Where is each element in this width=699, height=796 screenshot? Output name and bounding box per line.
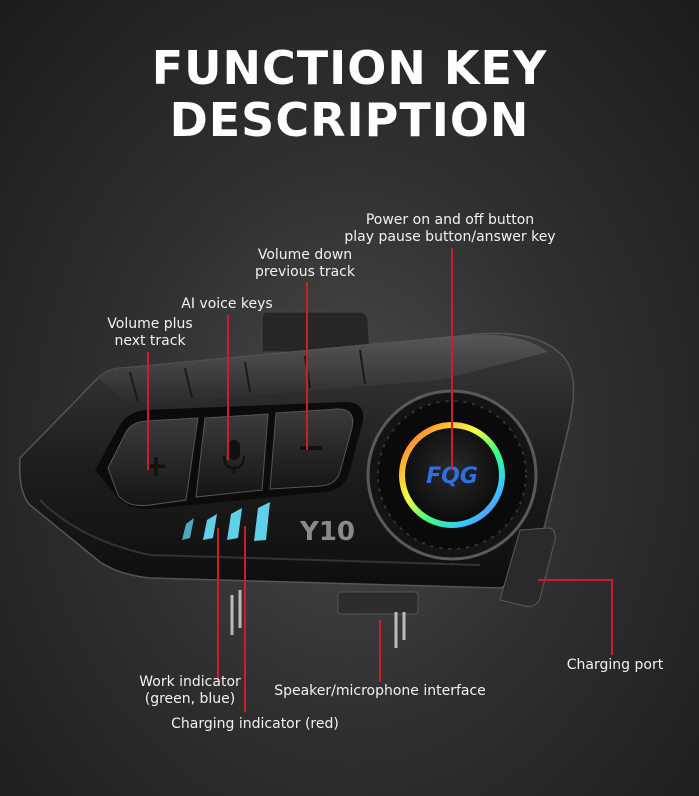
title-line-1: FUNCTION KEY [151,41,548,95]
label-volume-down: Volume down previous track [240,247,370,281]
label-volume-plus-line1: Volume plus [107,316,193,332]
pointer-lines [147,248,613,712]
label-power-line2: play pause button/answer key [344,229,556,245]
device-top-bevel [98,334,548,405]
label-power: Power on and off button play pause butto… [330,212,570,246]
label-charging-indicator: Charging indicator (red) [171,716,339,732]
label-work-indicator-line1: Work indicator [139,674,241,690]
label-work-indicator: Work indicator (green, blue) [130,674,250,708]
led-indicators [182,502,270,541]
label-volume-plus: Volume plus next track [90,316,210,350]
charging-port [499,527,556,607]
microphone-icon [222,440,246,474]
model-label: Y10 [299,517,355,547]
label-work-indicator-line2: (green, blue) [144,691,236,707]
ai-voice-button[interactable] [195,413,269,498]
label-charging-port: Charging port [566,657,664,673]
speaker-mic-connector [337,591,419,615]
title-line-2: DESCRIPTION [169,93,530,147]
label-volume-down-line1: Volume down [257,247,353,263]
label-power-line1: Power on and off button [365,212,535,228]
label-volume-plus-line2: next track [114,333,186,349]
volume-down-button[interactable] [269,408,354,490]
power-knob[interactable]: FQG [366,389,538,561]
label-volume-down-line2: previous track [255,264,355,280]
label-speaker-mic: Speaker/microphone interface [274,683,486,699]
label-ai-voice: AI voice keys [181,296,273,312]
